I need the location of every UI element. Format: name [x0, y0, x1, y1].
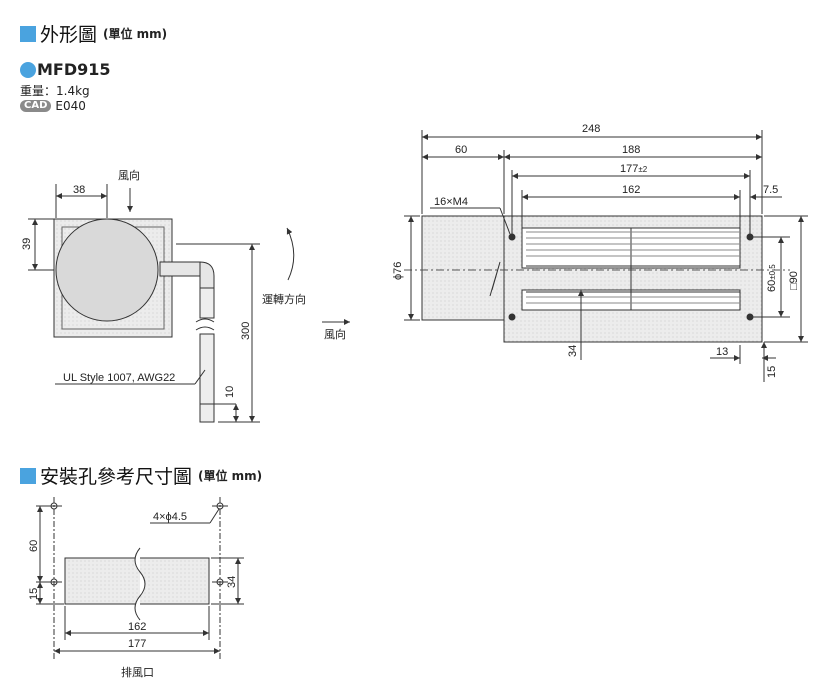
- side-rotation-label: 運轉方向: [262, 292, 306, 306]
- side-cable-end: 10: [224, 386, 236, 398]
- mount-dim-162: 162: [128, 621, 146, 633]
- side-cable-length: 300: [240, 322, 252, 340]
- model-name: MFD915: [37, 60, 111, 79]
- mount-dim-177: 177: [128, 638, 146, 650]
- side-view-labels: 風向 38 39 300 10 UL Style 1007, AWG22 運轉方…: [21, 168, 346, 398]
- front-motor: [421, 215, 505, 321]
- cad-row: CAD E040: [20, 99, 86, 113]
- front-dim-15: 15: [766, 366, 778, 378]
- mount-dim-15: 15: [28, 588, 40, 600]
- front-edge-right: 7.5: [763, 184, 778, 196]
- side-airflow-label: 風向: [118, 168, 140, 182]
- side-airflow-label-2: 風向: [324, 327, 346, 341]
- model-dot-icon: [20, 61, 36, 78]
- section-outline-header: 外形圖 (單位 mm): [20, 20, 167, 47]
- section-square-icon: [20, 25, 36, 42]
- side-dim-height: 39: [21, 238, 33, 250]
- cad-badge: CAD: [20, 100, 52, 112]
- front-inner: 162: [622, 184, 640, 196]
- side-dim-width: 38: [73, 184, 85, 196]
- front-view-labels: 248 60 188 177±2 162 7.5 16×M4 ϕ76 60±0.…: [392, 123, 800, 378]
- section-unit: (單位 mm): [198, 469, 263, 483]
- front-dim-13: 13: [716, 346, 728, 358]
- side-view: [28, 184, 350, 423]
- mounting-diagram: [36, 497, 244, 660]
- side-cable-spec: UL Style 1007, AWG22: [63, 372, 175, 384]
- front-body: 188: [622, 144, 640, 156]
- mount-holes-label: 4×ϕ4.5: [153, 511, 187, 523]
- front-hole-vertical: 60±0.5: [766, 264, 778, 292]
- model-weight: 重量：1.4kg: [20, 84, 90, 98]
- front-left-part: 60: [455, 144, 467, 156]
- cad-code: E040: [55, 99, 86, 113]
- section-title: 外形圖: [40, 24, 98, 46]
- front-dim-34: 34: [567, 345, 579, 357]
- section-mounting-header: 安裝孔參考尺寸圖 (單位 mm): [20, 462, 262, 489]
- section-unit: (單位 mm): [103, 27, 168, 41]
- front-hole-pitch: 177±2: [620, 163, 648, 175]
- front-screw-label: 16×M4: [434, 196, 468, 208]
- mount-outlet-label: 排風口: [121, 665, 154, 679]
- front-overall: 248: [582, 123, 600, 135]
- front-square: □90: [788, 271, 800, 290]
- front-diameter: ϕ76: [392, 262, 404, 280]
- mount-dim-34: 34: [226, 576, 238, 588]
- section-square-icon: [20, 467, 36, 484]
- front-view: [404, 130, 808, 382]
- mount-dim-60: 60: [28, 540, 40, 552]
- mounting-labels: 4×ϕ4.5 60 15 34 162 177 排風口: [28, 511, 238, 679]
- model-heading: MFD915: [20, 60, 111, 79]
- side-rotor: [55, 218, 159, 322]
- section-title: 安裝孔參考尺寸圖: [40, 466, 193, 488]
